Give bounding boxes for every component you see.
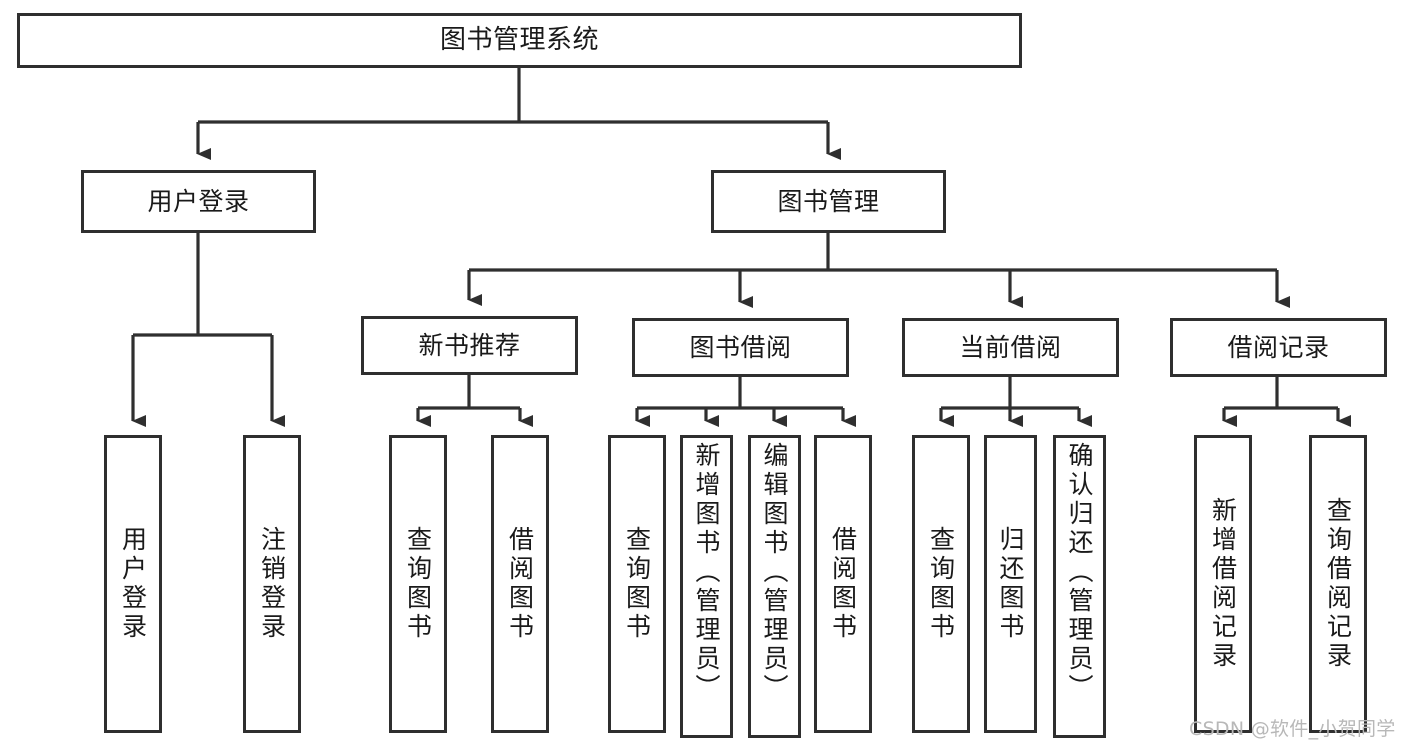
node-leaf-query-record-label: 查询借阅记录	[1323, 497, 1353, 671]
node-leaf-borrow-book-1-label: 借阅图书	[505, 526, 535, 642]
node-leaf-user-logout[interactable]: 注销登录	[243, 435, 301, 733]
node-book-management-label: 图书管理	[777, 186, 880, 216]
node-leaf-add-record[interactable]: 新增借阅记录	[1194, 435, 1252, 733]
node-leaf-confirm-return-label: 确认归还（管理员）	[1065, 442, 1094, 703]
node-leaf-add-record-label: 新增借阅记录	[1208, 497, 1238, 671]
node-leaf-borrow-book-2[interactable]: 借阅图书	[814, 435, 872, 733]
csdn-watermark: CSDN @软件_小贺同学	[1189, 718, 1396, 740]
node-borrow-record-label: 借阅记录	[1227, 332, 1330, 362]
node-leaf-query-book-2-label: 查询图书	[622, 526, 652, 642]
node-leaf-query-book-1[interactable]: 查询图书	[389, 435, 447, 733]
node-leaf-query-book-3-label: 查询图书	[926, 526, 956, 642]
node-leaf-query-book-3[interactable]: 查询图书	[912, 435, 970, 733]
node-leaf-query-record[interactable]: 查询借阅记录	[1309, 435, 1367, 733]
node-leaf-query-book-1-label: 查询图书	[403, 526, 433, 642]
node-root-label: 图书管理系统	[439, 25, 599, 56]
node-book-borrow-label: 图书借阅	[689, 332, 792, 362]
node-leaf-add-book-label: 新增图书（管理员）	[692, 442, 721, 703]
node-current-borrow-label: 当前借阅	[959, 332, 1062, 362]
node-user-login-label: 用户登录	[147, 186, 250, 216]
node-borrow-record[interactable]: 借阅记录	[1170, 318, 1387, 377]
node-leaf-confirm-return[interactable]: 确认归还（管理员）	[1053, 435, 1106, 738]
node-leaf-borrow-book-1[interactable]: 借阅图书	[491, 435, 549, 733]
node-leaf-user-logout-label: 注销登录	[257, 526, 287, 642]
node-leaf-user-login-label: 用户登录	[118, 526, 148, 642]
node-root[interactable]: 图书管理系统	[17, 13, 1022, 68]
node-current-borrow[interactable]: 当前借阅	[902, 318, 1119, 377]
node-book-management[interactable]: 图书管理	[711, 170, 946, 233]
node-leaf-edit-book-label: 编辑图书（管理员）	[760, 442, 789, 703]
node-leaf-borrow-book-2-label: 借阅图书	[828, 526, 858, 642]
node-leaf-return-book-label: 归还图书	[996, 526, 1025, 642]
node-leaf-user-login[interactable]: 用户登录	[104, 435, 162, 733]
node-leaf-add-book[interactable]: 新增图书（管理员）	[680, 435, 733, 738]
node-new-book-recommend-label: 新书推荐	[418, 330, 521, 360]
node-leaf-edit-book[interactable]: 编辑图书（管理员）	[748, 435, 801, 738]
node-new-book-recommend[interactable]: 新书推荐	[361, 316, 578, 375]
node-leaf-return-book[interactable]: 归还图书	[984, 435, 1037, 733]
node-leaf-query-book-2[interactable]: 查询图书	[608, 435, 666, 733]
node-book-borrow[interactable]: 图书借阅	[632, 318, 849, 377]
node-user-login[interactable]: 用户登录	[81, 170, 316, 233]
